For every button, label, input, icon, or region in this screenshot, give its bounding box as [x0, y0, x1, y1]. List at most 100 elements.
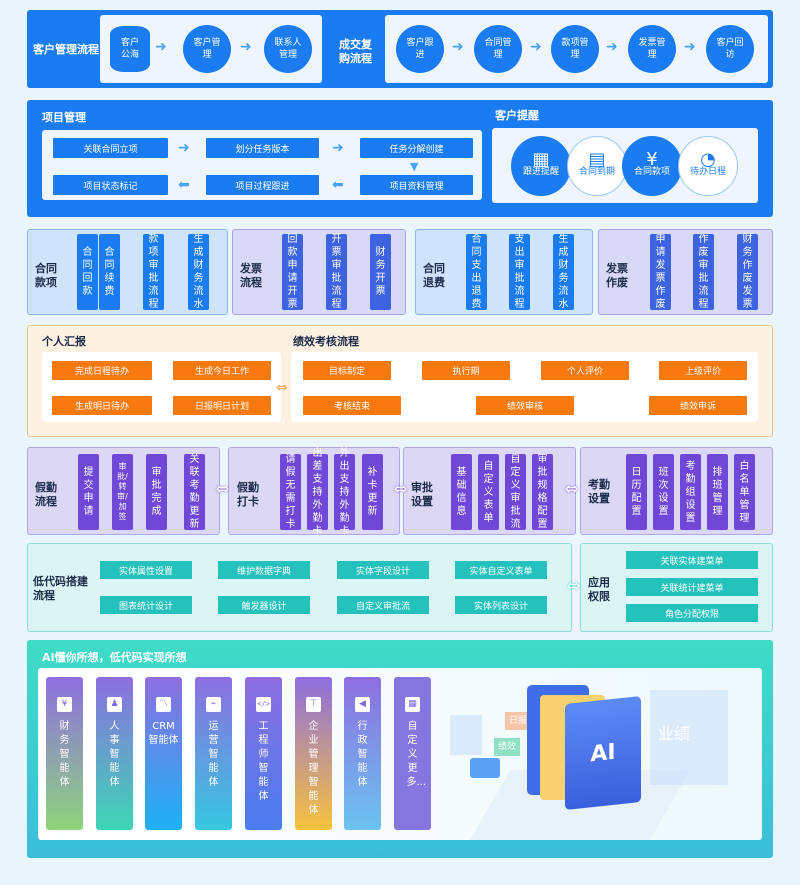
arrow-left-icon: ⬅ [332, 177, 344, 193]
repurchase-step: 发票管理 [628, 25, 676, 73]
lowcode-step: 图表统计设计 [100, 596, 192, 614]
yen-icon: ¥ [646, 149, 658, 170]
arrow-icon: ➜ [155, 39, 167, 55]
yen-icon: ¥ [57, 697, 72, 712]
double-arrow-icon: ⇔ [216, 479, 230, 498]
arrow-icon: ➜ [530, 39, 542, 55]
people-icon: ♟ [107, 697, 122, 712]
finance-step: 合同续费 [99, 234, 120, 310]
finance-step: 财务开票 [370, 234, 391, 310]
finance-title: 合同款项 [35, 262, 57, 289]
repurchase-step: 款项管理 [551, 25, 599, 73]
agent-engineer[interactable]: </>工程师智能体 [245, 677, 282, 830]
attendance-step: 考勤组设置 [680, 454, 701, 530]
reminder-label: 合同到期 [578, 167, 615, 177]
reminder-label: 合同款项 [633, 167, 670, 177]
illustration-card: 绩效 [494, 738, 520, 756]
performance-step: 目标制定 [303, 361, 391, 380]
customer-manage-node: 客户管理 [183, 25, 231, 73]
agent-finance[interactable]: ¥财务智能体 [46, 677, 83, 830]
attendance-title: 审批设置 [411, 481, 433, 508]
finance-step: 开票审批流程 [326, 234, 347, 310]
lowcode-step: 实体列表设计 [455, 596, 547, 614]
lowcode-step: 实体字段设计 [337, 561, 429, 579]
arrow-icon: ➜ [684, 39, 696, 55]
attendance-step: 提交申请 [78, 454, 99, 530]
performance-step: 执行期 [422, 361, 510, 380]
illustration-layers [470, 758, 500, 778]
reminder-payment: ¥合同款项 [622, 136, 682, 196]
finance-step: 生成财务流水 [188, 234, 209, 310]
lowcode-title: 低代码搭建流程 [33, 575, 88, 602]
attendance-title: 假勤流程 [35, 481, 57, 508]
performance-title: 绩效考核流程 [293, 335, 359, 348]
megaphone-icon: ◀ [355, 697, 370, 712]
code-icon: </> [256, 697, 271, 712]
reminder-title: 客户提醒 [495, 109, 539, 122]
finance-title: 发票作废 [606, 262, 628, 289]
agent-crm[interactable]: 〽CRM智能体 [145, 677, 182, 830]
calendar-icon: ▦ [532, 149, 550, 170]
reminder-label: 待办日程 [689, 167, 726, 177]
attendance-step: 审批/转审/加签 [112, 454, 133, 530]
attendance-step: 班次设置 [653, 454, 674, 530]
project-step: 项目状态标记 [53, 175, 168, 195]
lowcode-step: 维护数据字典 [218, 561, 310, 579]
illustration-card: 业绩 [650, 690, 728, 785]
permission-item: 关联实体建菜单 [626, 551, 758, 569]
finance-title: 合同退费 [423, 262, 445, 289]
agent-admin[interactable]: ◀行政智能体 [344, 677, 381, 830]
finance-step: 合同支出退费 [466, 234, 487, 310]
agent-hr[interactable]: ♟人事智能体 [96, 677, 133, 830]
arrow-icon: ➜ [452, 39, 464, 55]
double-arrow-icon: ⇔ [276, 380, 288, 396]
agent-custom[interactable]: ▦自定义更多... [394, 677, 431, 830]
chart-icon: 〽 [156, 697, 171, 712]
finance-step: 回款申请开票 [282, 234, 303, 310]
performance-step: 绩效申诉 [649, 396, 747, 415]
permission-item: 关联统计建菜单 [626, 578, 758, 596]
arrow-icon: ➜ [178, 140, 190, 156]
arrow-icon: ➜ [606, 39, 618, 55]
attendance-step: 审批完成 [146, 454, 167, 530]
lowcode-step: 触发器设计 [218, 596, 310, 614]
double-arrow-icon: ⇔ [567, 576, 581, 595]
attendance-step: 补卡更新 [362, 454, 383, 530]
project-step: 关联合同立项 [53, 138, 168, 158]
ai-title: AI懂你所想，低代码实现所想 [42, 651, 187, 664]
project-step: 项目资料管理 [360, 175, 473, 195]
lowcode-panel [27, 543, 572, 632]
reminder-follow: ▦跟进提醒 [511, 136, 571, 196]
reminder-label: 跟进提醒 [522, 167, 559, 177]
arrow-icon: ➜ [240, 39, 252, 55]
finance-step: 申请发票作废 [650, 234, 671, 310]
attendance-step: 日历配置 [626, 454, 647, 530]
contact-manage-node: 联系人管理 [264, 25, 312, 73]
arrow-icon: ➜ [332, 140, 344, 156]
lowcode-step: 实体属性设置 [100, 561, 192, 579]
illustration-card: 日报 [505, 712, 531, 730]
personal-title: 个人汇报 [42, 335, 86, 348]
repurchase-step: 客户回访 [706, 25, 754, 73]
finance-step: 款项审批流程 [143, 234, 164, 310]
double-arrow-icon: ⇔ [565, 479, 579, 498]
performance-step: 个人评价 [541, 361, 629, 380]
lowcode-step: 实体自定义表单 [455, 561, 547, 579]
finance-step: 支出审批流程 [509, 234, 530, 310]
agent-enterprise[interactable]: ⊤企业管理智能体 [295, 677, 332, 830]
project-title: 项目管理 [42, 111, 86, 124]
presentation-icon: ⌁ [206, 697, 221, 712]
permission-title: 应用权限 [588, 576, 610, 603]
lowcode-step: 自定义审批流 [337, 596, 429, 614]
personal-step: 日报明日计划 [173, 396, 271, 415]
reminder-todo: ◔待办日程 [678, 136, 738, 196]
attendance-step: 自定义表单 [478, 454, 499, 530]
double-arrow-icon: ⇔ [394, 479, 408, 498]
attendance-step: 排班管理 [707, 454, 728, 530]
finance-title: 发票流程 [240, 262, 262, 289]
ai-folder-icon: AI [565, 696, 641, 810]
attendance-step: 审批规格配置 [532, 454, 553, 530]
agent-operations[interactable]: ⌁运营智能体 [195, 677, 232, 830]
arrow-left-icon: ⬅ [178, 177, 190, 193]
personal-step: 生成今日工作 [173, 361, 271, 380]
